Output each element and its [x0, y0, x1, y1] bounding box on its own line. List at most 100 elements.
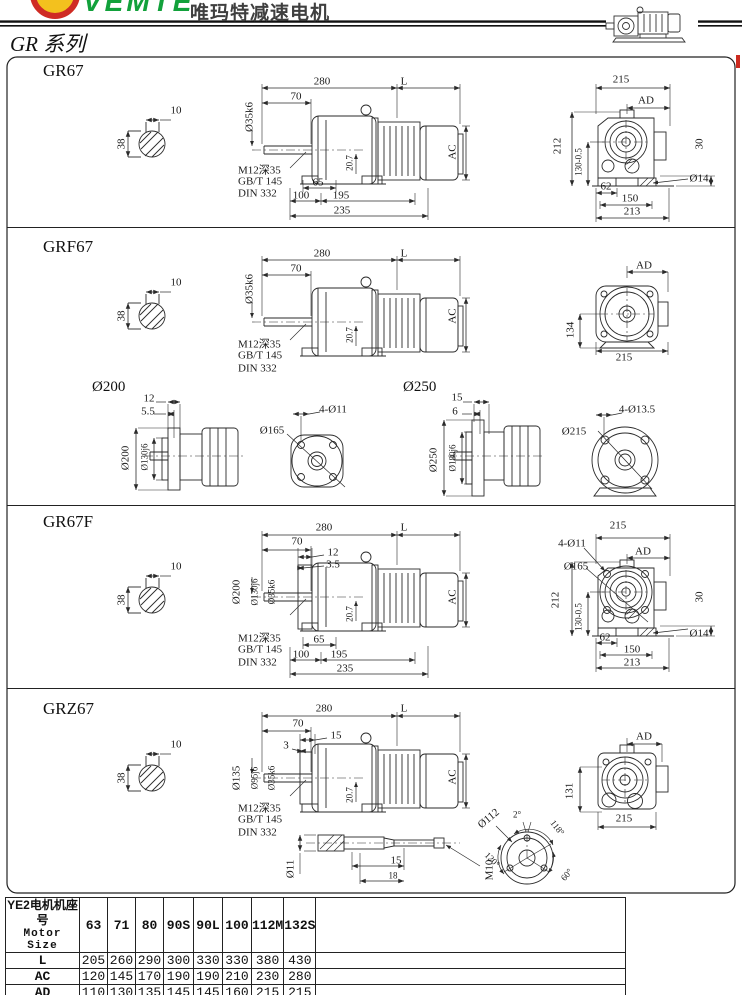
grz67-dim-dia: Ø135 — [230, 765, 243, 791]
col-100: 100 — [222, 897, 252, 953]
gr67f-dim-14: Ø14 — [689, 627, 709, 640]
gr67f-dim-key-width: 10 — [170, 560, 182, 573]
gr67f-shaft-detail-drawing — [128, 576, 171, 613]
gr67f-dim-bc: Ø165 — [563, 560, 589, 573]
gr67-dim-key-depth: 20.7 — [344, 155, 355, 171]
flange250-dim-holes: 4-Ø13.5 — [618, 403, 656, 416]
table-filler-cell — [315, 897, 627, 953]
cell-AC-132s: 280 — [283, 968, 317, 985]
gr67f-dim-shaft-dia: Ø35k6 — [266, 579, 277, 605]
brand-name-cn: 唯玛特减速电机 — [190, 3, 331, 24]
grz67-dim-shaft-height: 38 — [115, 772, 128, 784]
flange250-dim-15: 15 — [451, 391, 463, 404]
gr67-dim-62: 62 — [600, 180, 612, 193]
cell-AD-90l: 145 — [193, 984, 223, 995]
grz67-dim-key-depth: 20.7 — [344, 787, 355, 803]
gr67f-side-drawing — [252, 531, 470, 631]
grz67-section-title: GRZ67 — [43, 699, 94, 718]
gr67-dim-shaft-dia: Ø35k6 — [243, 102, 256, 132]
gr67-side-drawing — [252, 84, 470, 184]
logo-icon — [30, 0, 80, 19]
col-112m: 112M — [250, 897, 285, 953]
gr67f-dim-spigot: Ø130j6 — [249, 578, 260, 606]
gr67f-side-bottom-dims — [289, 637, 429, 678]
flange200-side-drawing — [133, 399, 246, 491]
cell-AD-132s: 215 — [283, 984, 317, 995]
table-header-cn: YE2电机机座号 — [7, 898, 78, 928]
cell-AD-63: 110 — [79, 984, 108, 995]
grz67-dim-key-width: 10 — [170, 738, 182, 751]
flange250-front-drawing — [591, 412, 659, 497]
grz67-std-din: DIN 332 — [238, 826, 277, 839]
gr67-dim-30: 30 — [693, 138, 706, 150]
grf67-dim-key-width: 10 — [170, 276, 182, 289]
flange200-dim-55: 5.5 — [141, 405, 155, 418]
gr67-dim-215: 215 — [612, 73, 630, 86]
gr67f-dim-235: 235 — [336, 662, 354, 675]
col-80: 80 — [135, 897, 164, 953]
gr67f-std-gbt: GB/T 145 — [238, 643, 283, 656]
cell-AC-90s: 190 — [163, 968, 194, 985]
cell-L-80: 290 — [135, 952, 164, 969]
page-title: GR 系列 — [10, 32, 86, 56]
table-row-L: L 205 260 290 300 330 330 380 430 — [5, 952, 627, 969]
grz67-dim-3: 3 — [283, 739, 289, 752]
cell-AD-80: 135 — [135, 984, 164, 995]
grz67-dim-215: 215 — [615, 812, 633, 825]
grz67-dim-70: 70 — [292, 717, 304, 730]
grf67-dim-shaft-height: 38 — [115, 310, 128, 322]
table-header-row: YE2电机机座号 Motor Size 63 71 80 90S 90L 100… — [5, 897, 627, 953]
table-filler-cell — [315, 952, 627, 969]
grz67-dim-AD: AD — [636, 730, 652, 743]
cell-L-90s: 300 — [163, 952, 194, 969]
cell-AD-71: 130 — [107, 984, 136, 995]
gr67-dim-65: 65 — [312, 176, 324, 189]
cell-AD-100: 160 — [222, 984, 252, 995]
grf67-dim-AD: AD — [636, 259, 652, 272]
grz67-tap-spec: M12深35 — [238, 802, 281, 815]
gr67-dim-14: Ø14 — [689, 172, 709, 185]
gr67-dim-213: 213 — [623, 205, 641, 218]
gr67f-dim-215: 215 — [609, 519, 627, 532]
grz67-dim-L: L — [400, 702, 408, 715]
gr67f-dim-195: 195 — [330, 648, 348, 661]
grz67-agitator-dim-15: 15 — [390, 854, 402, 867]
gr67-std-gbt: GB/T 145 — [238, 175, 283, 188]
grz67-dim-spigot: Ø95j6 — [249, 766, 260, 790]
gr67-dim-AC: AC — [446, 144, 459, 160]
gr67-dim-70: 70 — [290, 90, 302, 103]
gr67f-rear-flange — [583, 547, 653, 623]
gr67-dim-150: 150 — [621, 192, 639, 205]
gr67f-dim-12: 12 — [327, 546, 339, 559]
grz67-bolt-angle-2: 2° — [512, 809, 522, 820]
red-edge-mark — [736, 55, 740, 68]
grf67-dim-L: L — [400, 247, 408, 260]
gr67-dim-130: 130-0.5 — [573, 148, 584, 176]
flange250-dim-dia: Ø250 — [427, 447, 440, 473]
grz67-dim-AC: AC — [446, 769, 459, 785]
grz67-side-drawing — [252, 712, 470, 812]
gr67f-dim-62: 62 — [599, 631, 611, 644]
flange200-dim-dia: Ø200 — [119, 445, 132, 471]
table-header-en: Motor Size — [23, 928, 62, 952]
grz67-bolt-circle-detail-drawing — [495, 821, 556, 885]
cell-AC-100: 210 — [222, 968, 252, 985]
cell-L-112m: 380 — [250, 952, 285, 969]
gr67f-dim-key-depth: 20.7 — [344, 606, 355, 622]
gr67f-std-din: DIN 332 — [238, 656, 277, 669]
gr67f-dim-shaft-height: 38 — [115, 594, 128, 606]
flange250-side-drawing — [441, 399, 544, 497]
cell-L-90l: 330 — [193, 952, 223, 969]
grz67-std-gbt: GB/T 145 — [238, 813, 283, 826]
gr67-std-din: DIN 332 — [238, 187, 277, 200]
cell-AC-90l: 190 — [193, 968, 223, 985]
gr67f-dim-35: 3.5 — [326, 558, 340, 571]
gr67f-dim-280: 280 — [315, 521, 333, 534]
table-filler-cell — [315, 984, 627, 995]
grf67-dim-shaft-dia: Ø35k6 — [243, 274, 256, 304]
gr67f-dim-dia: Ø200 — [230, 579, 243, 605]
brand-logo-text: VEMTE — [83, 0, 195, 17]
gr67-dim-AD: AD — [638, 94, 654, 107]
gr67f-dim-L: L — [400, 521, 408, 534]
